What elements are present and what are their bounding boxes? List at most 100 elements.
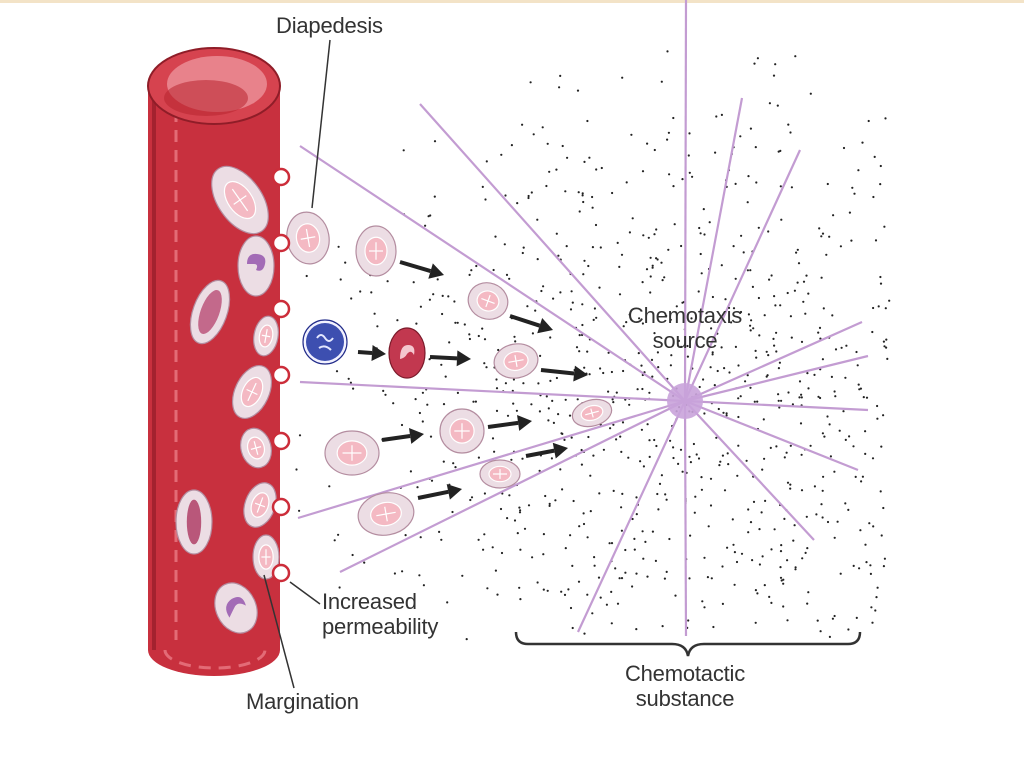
gradient-dot	[703, 606, 706, 609]
leukocyte	[243, 482, 277, 528]
cell-granules	[300, 228, 316, 248]
gradient-dot	[598, 492, 601, 495]
chemotaxis-ray	[297, 399, 686, 520]
gradient-dot	[750, 319, 753, 322]
gradient-dot	[869, 564, 872, 567]
gradient-dot	[624, 548, 627, 552]
gradient-dot	[644, 540, 647, 544]
gradient-dot	[768, 278, 771, 281]
gradient-dot	[581, 194, 584, 197]
gradient-dot	[820, 503, 823, 506]
gradient-dot	[720, 264, 723, 267]
arrow-head	[409, 428, 424, 444]
gradient-dot	[876, 404, 879, 408]
gradient-dot	[694, 495, 697, 498]
gradient-dot	[609, 427, 612, 430]
gradient-dot	[546, 589, 549, 592]
gradient-dot	[836, 520, 839, 523]
gradient-dot	[440, 538, 443, 541]
gradient-dot	[641, 170, 645, 173]
gradient-dot	[500, 153, 503, 156]
gradient-dot	[581, 303, 584, 306]
gradient-dot	[295, 468, 298, 471]
gradient-dot	[821, 358, 825, 361]
gradient-dot	[521, 457, 524, 460]
basophil	[388, 327, 426, 379]
gradient-dot	[337, 533, 340, 536]
gradient-dot	[754, 589, 758, 592]
gradient-dot	[519, 509, 522, 512]
gradient-dot	[883, 345, 886, 348]
gradient-dot	[663, 577, 667, 580]
gradient-dot	[570, 436, 573, 439]
gradient-dot	[559, 468, 562, 471]
gradient-dot	[651, 266, 654, 269]
gradient-dot	[599, 367, 602, 370]
gradient-dot	[599, 596, 602, 599]
gradient-dot	[828, 235, 831, 238]
gradient-dot	[522, 382, 525, 385]
gradient-dot	[819, 396, 822, 400]
gradient-dot	[344, 261, 347, 264]
gradient-dot	[550, 457, 554, 460]
gradient-dot	[768, 102, 772, 105]
chemotactic-substance-bracket	[514, 631, 862, 657]
gradient-dot	[823, 435, 826, 438]
migration-arrow	[540, 365, 588, 382]
gradient-dot	[703, 233, 706, 236]
migration-arrow	[381, 428, 424, 444]
gradient-dot	[658, 482, 662, 485]
gradient-dot	[879, 275, 882, 279]
gradient-dot	[700, 272, 703, 275]
gradient-dot	[777, 399, 780, 402]
gradient-dot	[789, 315, 793, 318]
diapedesis-label: Diapedesis	[276, 13, 383, 38]
gradient-dot	[848, 211, 852, 214]
gradient-dot	[477, 538, 480, 541]
gradient-dot	[611, 398, 614, 401]
gradient-dot	[582, 512, 585, 515]
gradient-dot	[695, 453, 698, 456]
chemotactic-substance-label: Chemotactic substance	[600, 661, 770, 711]
gradient-dot	[546, 142, 549, 145]
gradient-dot	[773, 344, 776, 347]
gradient-dot	[751, 559, 754, 562]
gradient-dot	[602, 371, 605, 375]
endothelial-gaps	[271, 167, 291, 583]
gradient-dot	[542, 553, 545, 556]
gradient-dot	[515, 409, 519, 412]
gradient-dot	[578, 210, 581, 213]
gradient-dot	[818, 326, 822, 329]
gradient-dot	[871, 330, 874, 334]
gradient-dot	[852, 445, 855, 448]
gradient-dot	[734, 277, 737, 280]
gradient-dot	[777, 367, 781, 370]
gradient-dot	[427, 215, 430, 218]
gradient-dot	[602, 448, 606, 451]
gradient-dot	[483, 362, 486, 365]
migration-arrow	[429, 350, 471, 367]
gradient-dot	[844, 502, 847, 505]
gradient-dot	[653, 233, 656, 236]
gradient-dot	[806, 372, 809, 375]
gradient-dot	[668, 537, 671, 541]
gradient-dot	[844, 376, 847, 379]
cell-granules	[261, 329, 271, 343]
gradient-dot	[347, 377, 350, 380]
gradient-dot	[559, 74, 562, 77]
gradient-dot	[761, 555, 764, 558]
gradient-dot	[418, 574, 421, 577]
gradient-dot	[620, 253, 624, 256]
gradient-dot	[624, 571, 627, 574]
margination-label: Margination	[246, 689, 359, 714]
gradient-dot	[627, 456, 630, 459]
gradient-dot	[862, 396, 865, 399]
gradient-dot	[619, 435, 622, 438]
gradient-dot	[404, 534, 407, 537]
gradient-dot	[773, 295, 776, 298]
gradient-dot	[668, 173, 671, 176]
gradient-dot	[534, 309, 537, 312]
gradient-dot	[805, 274, 808, 277]
chemotaxis-ray	[683, 400, 688, 637]
